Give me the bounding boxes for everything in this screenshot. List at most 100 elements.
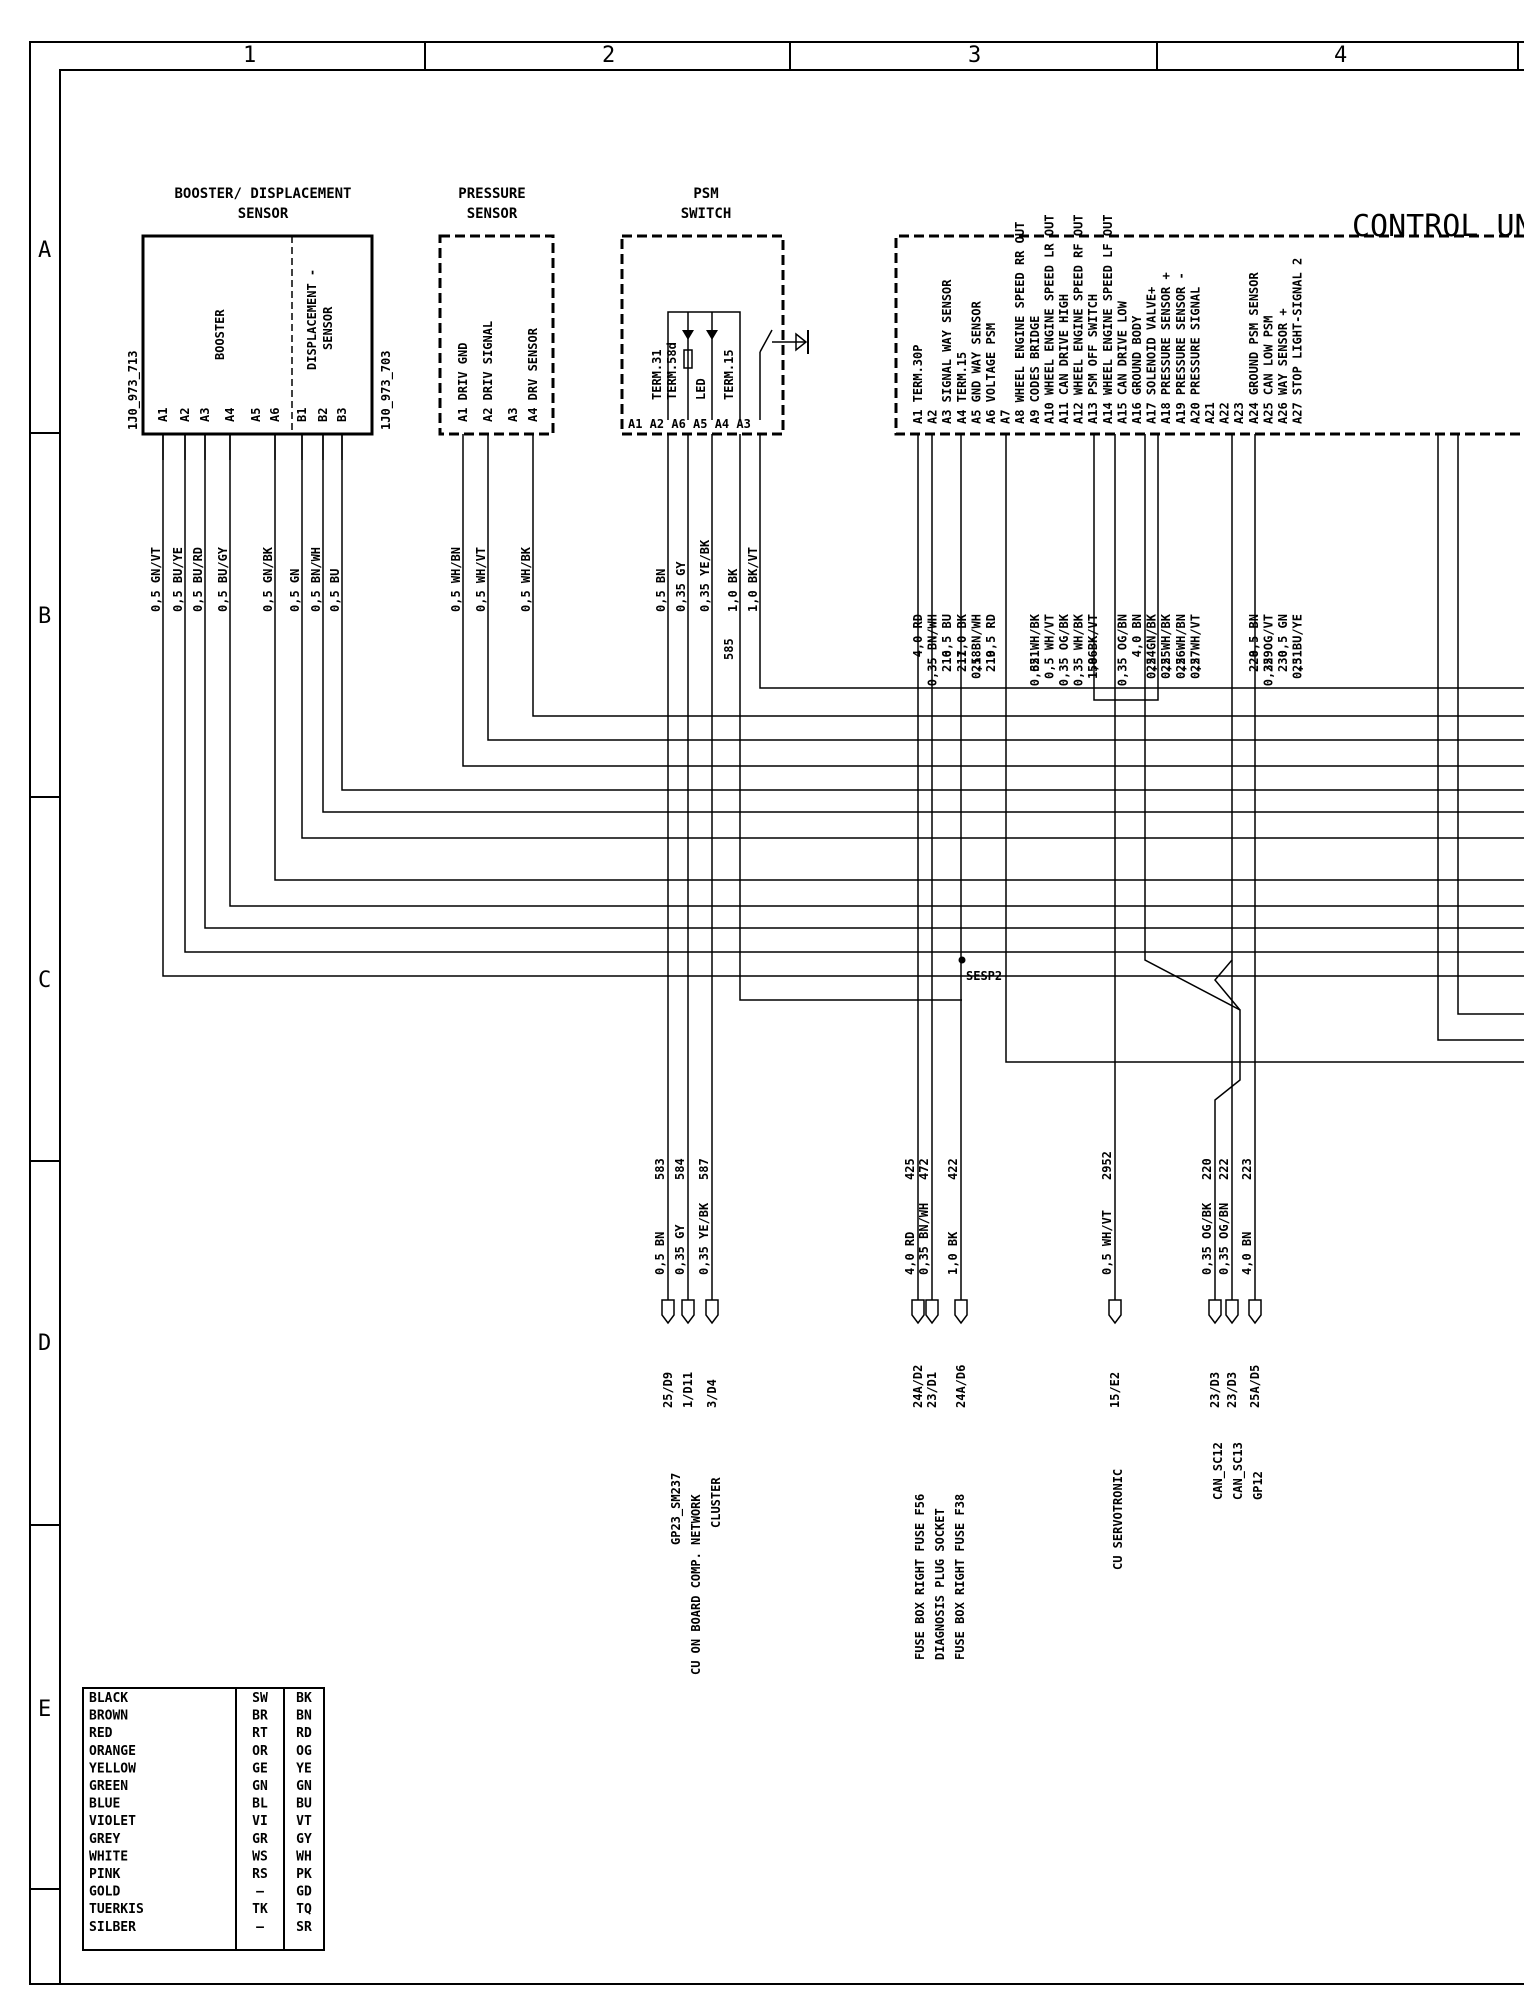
wire-number: 222 (1217, 1158, 1231, 1180)
legend-color-name: WHITE (89, 1849, 128, 1864)
wire-number: 230 (1276, 650, 1290, 672)
legend-code-de: RS (252, 1867, 268, 1882)
destination-name: FUSE BOX RIGHT FUSE F56 (913, 1494, 927, 1660)
pin-label: A1 DRIV GND (456, 343, 470, 422)
harness-wire (1215, 434, 1240, 1010)
wire-label: 0,5 BN/WH (969, 614, 983, 679)
pin-label: A11 CAN DRIVE HIGH (1057, 294, 1071, 424)
wire-label: 0,5 WH/BN (449, 547, 463, 612)
pin-label: A3 SIGNAL WAY SENSOR (940, 279, 954, 424)
wire-label: 0,35 WH/BK (1072, 613, 1086, 686)
harness-wire (163, 434, 1524, 976)
svg-text:LED: LED (694, 378, 708, 400)
harness-wire (1094, 434, 1158, 700)
harness-wire (463, 434, 1524, 766)
wire-label: 0,5 BU/GY (216, 546, 230, 612)
wire-label: 0,5 BN (653, 1232, 667, 1275)
svg-text:TERM.31: TERM.31 (650, 349, 664, 400)
splice-label: SESP2 (966, 969, 1002, 983)
pin-label: A6 (268, 408, 282, 422)
wire-label: 1,0 BK (955, 613, 969, 657)
pin-label: A2 (178, 408, 192, 422)
connector-arrow (1209, 1300, 1221, 1323)
legend-color-name: BLACK (89, 1691, 128, 1706)
legend-color-name: BROWN (89, 1709, 128, 1724)
destination-name: GP12 (1251, 1471, 1265, 1500)
legend-code-de: TK (252, 1902, 268, 1917)
svg-text:SWITCH: SWITCH (681, 206, 732, 222)
destination-ref: 23/D1 (925, 1372, 939, 1408)
pin-label: A8 WHEEL ENGINE SPEED RR OUT (1013, 222, 1027, 424)
wire-label: 0,35 OG/BN (1115, 614, 1129, 686)
pin-label: A18 PRESSURE SENSOR + (1159, 272, 1173, 424)
wire-number: 219 (984, 650, 998, 672)
legend-color-name: TUERKIS (89, 1902, 144, 1917)
wire-label: 0,35 OG/BK (1057, 613, 1071, 686)
grid-row-c: C (38, 968, 51, 993)
wire-label: 0,5 BU/YE (1291, 614, 1305, 679)
pin-label: B2 (316, 408, 330, 422)
legend-code-en: BU (296, 1797, 312, 1812)
harness-wire (1458, 434, 1524, 1014)
wire-number: 227 (1188, 650, 1202, 672)
pin-label: B1 (295, 408, 309, 422)
pin-label: A7 (999, 410, 1013, 424)
wire-label: 0,5 BU (328, 569, 342, 612)
pin-label: A1 (156, 408, 170, 422)
pin-label: A23 (1232, 402, 1246, 424)
pin-label: A15 CAN DRIVE LOW (1115, 300, 1129, 424)
svg-text:BOOSTER/ DISPLACEMENT: BOOSTER/ DISPLACEMENT (174, 186, 351, 202)
wire-label: 0,5 GN (1276, 614, 1290, 657)
wire-label: 0,5 GN/BK (261, 546, 275, 612)
wire-number: 228 (1247, 650, 1261, 672)
pin-label: A24 GROUND PSM SENSOR (1247, 272, 1261, 424)
svg-text:1J0_973_703: 1J0_973_703 (379, 351, 394, 430)
destination-name: GP23_SM237 (669, 1473, 684, 1545)
destination-name: CU SERVOTRONIC (1111, 1469, 1125, 1570)
legend-code-en: GY (296, 1832, 312, 1847)
legend-code-en: SR (296, 1920, 312, 1935)
svg-text:PSM: PSM (693, 186, 718, 202)
harness-wire (1438, 434, 1524, 1040)
harness-wire (230, 434, 1524, 906)
svg-text:1J0_973_713: 1J0_973_713 (126, 351, 141, 430)
destination-name: CAN_SC13 (1231, 1442, 1246, 1500)
wire-label: 1,0 BK/VT (746, 547, 760, 612)
wire-number: 220 (1200, 1158, 1214, 1180)
pin-label: A4 TERM.15 (955, 352, 969, 424)
pin-label: A13 PSM OFF SWITCH (1086, 294, 1100, 424)
pin-label: A3 (506, 408, 520, 422)
pin-label: B3 (335, 408, 349, 422)
svg-text:PRESSURE: PRESSURE (458, 186, 525, 202)
wire-label: 1,0 BK (946, 1231, 960, 1275)
harness-wire (205, 434, 1524, 928)
wire-label: 0,5 RD (984, 614, 998, 657)
wire-label: 0,35 YE/BK (697, 1202, 711, 1275)
pin-label: A20 PRESSURE SIGNAL (1188, 287, 1202, 424)
wire-number: 583 (653, 1158, 667, 1180)
inner-frame (60, 70, 1524, 1984)
legend-code-en: OG (296, 1744, 312, 1759)
legend-code-de: SW (252, 1691, 268, 1706)
legend-code-de: BL (252, 1797, 268, 1812)
pin-label: A4 DRV SENSOR (526, 327, 540, 422)
wire-label: 0,35 BN/WH (917, 1203, 931, 1275)
svg-text:SENSOR: SENSOR (238, 206, 289, 222)
legend-color-name: BLUE (89, 1797, 120, 1812)
grid-col-2: 2 (602, 43, 615, 68)
svg-text:SENSOR: SENSOR (321, 306, 335, 350)
wire-number: 216 (940, 650, 954, 672)
harness-wire (185, 434, 1524, 952)
destination-ref: 23/D3 (1225, 1372, 1239, 1408)
legend-code-en: RD (296, 1726, 312, 1741)
destination-name: CAN_SC12 (1211, 1442, 1226, 1500)
destination-ref: 15/E2 (1108, 1372, 1122, 1408)
legend-code-en: BK (296, 1691, 312, 1706)
wire-label: 0,35 OG/VT (1261, 614, 1275, 686)
pin-label: A17 SOLENOID VALVE+ (1145, 287, 1159, 424)
grid-row-d: D (38, 1331, 51, 1356)
pin-label: A9 CODES BRIDGE (1028, 316, 1042, 424)
legend-code-en: WH (296, 1849, 312, 1864)
